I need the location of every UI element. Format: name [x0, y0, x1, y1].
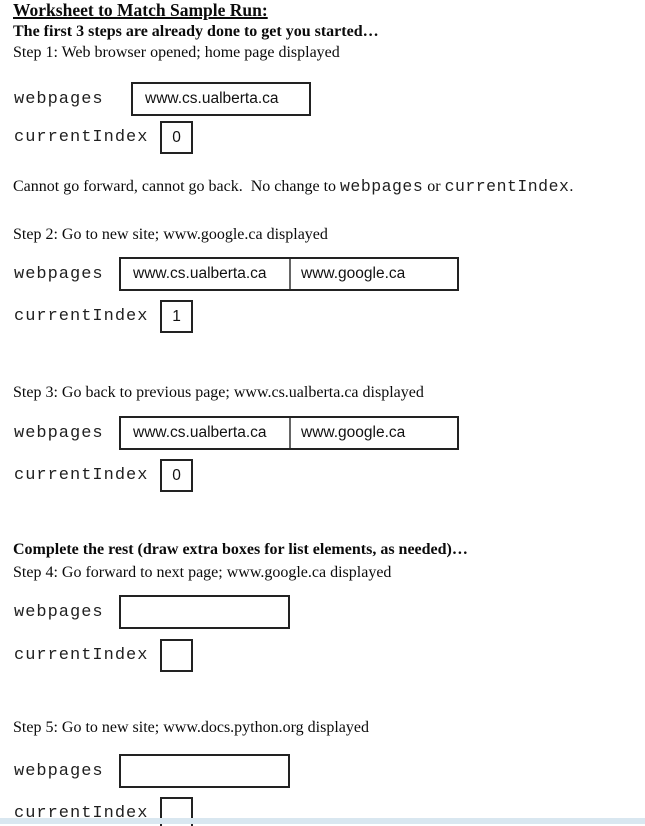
- webpages-cell: www.google.ca: [289, 418, 457, 448]
- step-1-title: Step 1: Web browser opened; home page di…: [13, 44, 340, 61]
- note-text-3: .: [569, 178, 574, 195]
- current-index-row: currentIndex 0: [14, 121, 193, 154]
- step-2-title: Step 2: Go to new site; www.google.ca di…: [13, 226, 328, 243]
- webpages-label: webpages: [14, 423, 104, 443]
- current-index-label: currentIndex: [14, 646, 149, 665]
- webpages-list-box: [119, 595, 290, 629]
- webpages-label: webpages: [14, 602, 104, 622]
- webpages-row: webpages www.cs.ualberta.ca: [14, 82, 311, 116]
- webpages-row: webpages: [14, 595, 290, 629]
- webpages-list-box: www.cs.ualberta.ca www.google.ca: [119, 416, 459, 450]
- current-index-row: currentIndex: [14, 639, 193, 672]
- webpages-list-box: www.cs.ualberta.ca: [131, 82, 311, 116]
- current-index-row: currentIndex 1: [14, 300, 193, 333]
- webpages-row: webpages www.cs.ualberta.ca www.google.c…: [14, 257, 459, 291]
- note-text-2: or: [423, 178, 445, 195]
- webpages-row: webpages: [14, 754, 290, 788]
- webpages-list-box: www.cs.ualberta.ca www.google.ca: [119, 257, 459, 291]
- note-text-1: Cannot go forward, cannot go back. No ch…: [13, 178, 341, 195]
- webpages-cell: www.cs.ualberta.ca: [145, 90, 279, 107]
- current-index-label: currentIndex: [14, 466, 149, 485]
- webpages-cell: www.cs.ualberta.ca: [133, 424, 267, 441]
- webpages-cell: www.cs.ualberta.ca: [133, 265, 267, 282]
- page-title-text: Worksheet to Match Sample Run:: [13, 0, 268, 20]
- step-4-title: Step 4: Go forward to next page; www.goo…: [13, 564, 392, 581]
- webpages-cell-empty: [121, 597, 288, 627]
- webpages-cell: www.google.ca: [289, 259, 457, 289]
- intro-heading: The first 3 steps are already done to ge…: [13, 23, 379, 40]
- webpages-label: webpages: [14, 264, 104, 284]
- current-index-row: currentIndex 0: [14, 459, 193, 492]
- current-index-box: 0: [160, 121, 193, 154]
- current-index-box: 1: [160, 300, 193, 333]
- step-3-title: Step 3: Go back to previous page; www.cs…: [13, 384, 424, 401]
- step-5-title: Step 5: Go to new site; www.docs.python.…: [13, 719, 369, 736]
- window-bottom-edge: [0, 818, 645, 824]
- note-code-webpages: webpages: [340, 177, 424, 196]
- current-index-box-empty: [160, 639, 193, 672]
- current-index-label: currentIndex: [14, 307, 149, 326]
- webpages-row: webpages www.cs.ualberta.ca www.google.c…: [14, 416, 459, 450]
- current-index-box: 0: [160, 459, 193, 492]
- page-title: Worksheet to Match Sample Run:: [13, 1, 268, 20]
- webpages-label: webpages: [14, 761, 104, 781]
- webpages-list-box: [119, 754, 290, 788]
- current-index-label: currentIndex: [14, 128, 149, 147]
- webpages-label: webpages: [14, 89, 104, 109]
- webpages-cell-empty: [121, 756, 288, 786]
- note-code-current-index: currentIndex: [444, 177, 570, 196]
- complete-heading: Complete the rest (draw extra boxes for …: [13, 541, 468, 558]
- note-line: Cannot go forward, cannot go back. No ch…: [13, 177, 573, 196]
